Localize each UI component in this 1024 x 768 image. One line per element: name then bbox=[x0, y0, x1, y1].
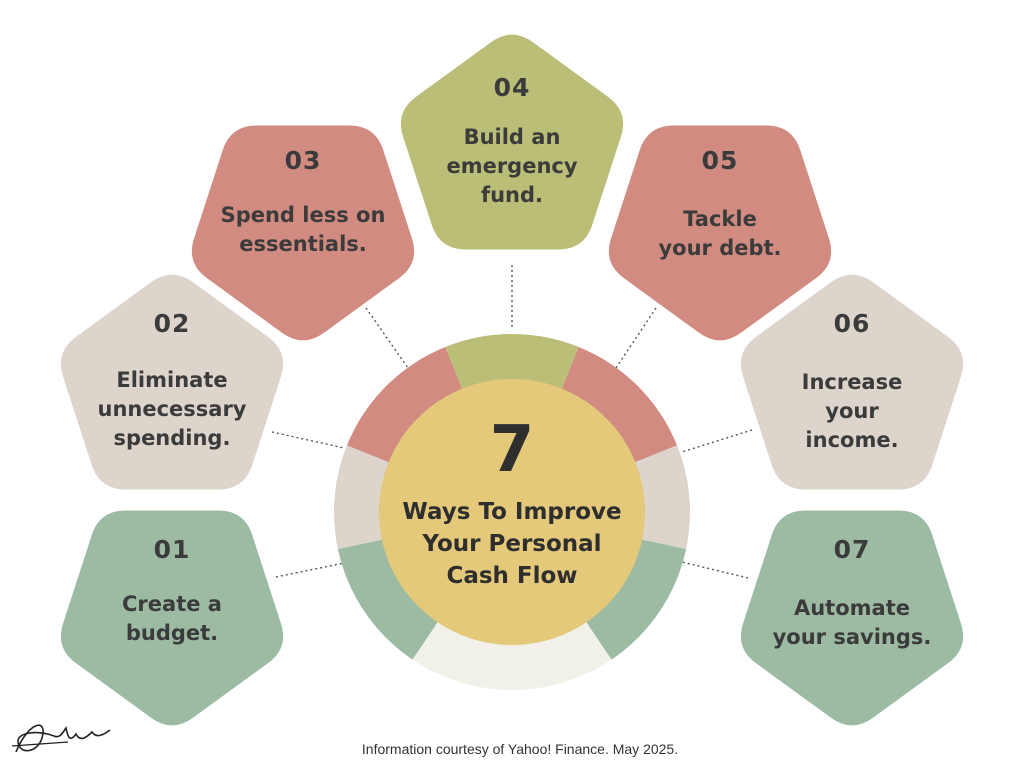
step-text-01: Create a budget. bbox=[72, 590, 272, 648]
step-text-05: Tackle your debt. bbox=[610, 205, 830, 263]
step-number-01: 01 bbox=[153, 535, 191, 564]
step-text-line: your debt. bbox=[658, 236, 782, 260]
step-text-line: spending. bbox=[113, 426, 231, 450]
step-number-05: 05 bbox=[701, 146, 739, 175]
connector-line-01 bbox=[275, 562, 345, 578]
signature-graphic bbox=[11, 724, 111, 753]
step-text-line: Create a bbox=[122, 592, 222, 616]
footer-credit: Information courtesy of Yahoo! Finance. … bbox=[361, 741, 679, 757]
step-text-line: income. bbox=[805, 428, 899, 452]
connector-line-02 bbox=[271, 431, 345, 449]
center-number: 7 bbox=[489, 413, 535, 487]
step-pentagon-03 bbox=[191, 125, 415, 341]
step-pentagon-01 bbox=[60, 510, 284, 726]
step-pentagon-04 bbox=[400, 34, 624, 250]
step-text-line: Build an bbox=[463, 125, 561, 149]
ring-segment-01 bbox=[337, 536, 445, 660]
center-circle bbox=[379, 379, 645, 645]
ring-segment-05 bbox=[556, 346, 678, 468]
step-text-07: Automate your savings. bbox=[742, 594, 962, 652]
step-text-line: unnecessary bbox=[97, 397, 247, 421]
step-number-03: 03 bbox=[284, 146, 322, 175]
step-text-line: your savings. bbox=[772, 625, 932, 649]
connector-line-07 bbox=[681, 561, 749, 579]
connector-line-05 bbox=[615, 307, 657, 369]
step-pentagon-07 bbox=[740, 510, 964, 726]
step-number-06: 06 bbox=[833, 309, 871, 338]
step-text-06: Increase your income. bbox=[752, 368, 952, 455]
step-text-03: Spend less on essentials. bbox=[193, 201, 413, 259]
step-pentagon-05 bbox=[608, 125, 832, 341]
step-text-04: Build an emergency fund. bbox=[412, 123, 612, 210]
step-text-line: Spend less on bbox=[220, 203, 386, 227]
step-text-line: essentials. bbox=[239, 232, 367, 256]
step-pentagon-06 bbox=[740, 274, 964, 490]
center-title: Ways To Improve Your Personal Cash Flow bbox=[380, 496, 644, 592]
step-text-02: Eliminate unnecessary spending. bbox=[62, 366, 282, 453]
step-number-07: 07 bbox=[833, 535, 871, 564]
center-title-line: Cash Flow bbox=[446, 563, 578, 589]
step-text-line: Increase bbox=[801, 370, 903, 394]
step-pentagon-02 bbox=[60, 274, 284, 490]
center-title-line: Ways To Improve bbox=[402, 499, 622, 525]
step-number-02: 02 bbox=[153, 309, 191, 338]
step-text-line: Automate bbox=[793, 596, 910, 620]
ring-segment-03 bbox=[346, 346, 468, 468]
center-title-line: Your Personal bbox=[422, 531, 602, 557]
connector-line-06 bbox=[681, 429, 753, 453]
step-text-line: Tackle bbox=[683, 207, 757, 231]
step-text-line: emergency bbox=[446, 154, 578, 178]
step-text-line: Eliminate bbox=[116, 368, 228, 392]
step-number-04: 04 bbox=[493, 73, 531, 102]
step-text-line: budget. bbox=[125, 621, 219, 645]
step-text-line: fund. bbox=[480, 183, 544, 207]
ring-segment-07 bbox=[579, 536, 687, 660]
step-text-line: your bbox=[825, 399, 879, 423]
connector-line-03 bbox=[365, 307, 409, 369]
